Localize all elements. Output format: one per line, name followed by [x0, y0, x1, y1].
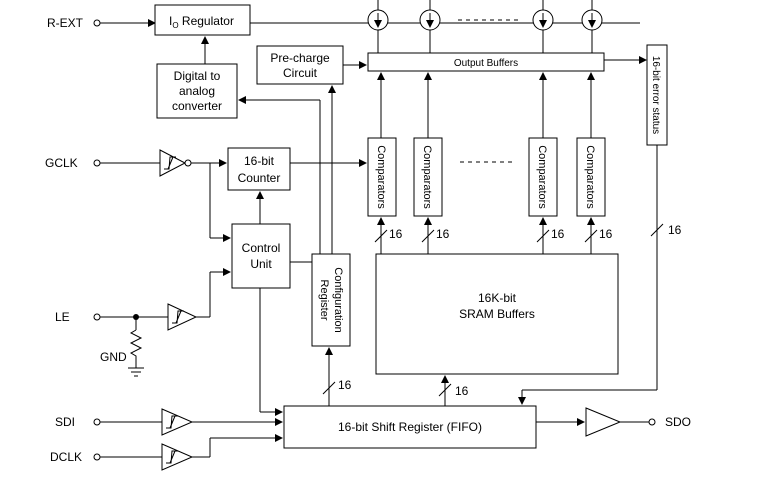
config-register-label-line2: Register	[318, 280, 330, 321]
comparator-4: Comparators	[576, 72, 606, 217]
bus-width-config: 16	[338, 378, 352, 392]
control-unit-label-line2: Unit	[250, 257, 272, 271]
svg-text:Comparators: Comparators	[584, 145, 596, 209]
dac-label-line3: converter	[172, 99, 222, 113]
sdi-schmitt-buffer	[161, 408, 194, 436]
dclk-schmitt-buffer	[161, 443, 194, 471]
current-source-4	[581, 0, 603, 53]
pin-label-r-ext: R-EXT	[47, 16, 84, 30]
pin-label-gclk: GCLK	[45, 156, 78, 170]
output-buffers-block	[367, 52, 605, 72]
sdo-buffer	[585, 407, 622, 437]
config-register-block	[311, 253, 351, 347]
current-source-3	[532, 0, 554, 53]
output-buffers-label: Output Buffers	[454, 58, 518, 69]
gnd-symbol	[128, 367, 144, 377]
pin-gclk-terminal	[93, 159, 101, 167]
bus-width-sram: 16	[455, 384, 469, 398]
bus-width-4: 16	[599, 227, 613, 241]
svg-text:Comparators: Comparators	[536, 145, 548, 209]
sram-block	[375, 253, 619, 375]
error-bus-width: 16	[668, 223, 682, 237]
dac-label-line2: analog	[179, 84, 215, 98]
pin-label-dclk: DCLK	[50, 450, 82, 464]
le-schmitt-buffer	[167, 303, 198, 331]
bus-width-2: 16	[436, 227, 450, 241]
counter-label-line2: Counter	[238, 171, 281, 185]
pin-label-sdi: SDI	[55, 415, 75, 429]
dac-block	[156, 63, 238, 119]
comparator-3: Comparators	[528, 72, 558, 217]
pin-label-gnd: GND	[100, 350, 127, 364]
svg-text:Comparators: Comparators	[375, 145, 387, 209]
pin-label-le: LE	[55, 310, 70, 324]
io-regulator-block	[154, 4, 251, 36]
pin-sdo-terminal	[648, 418, 656, 426]
pin-sdi-terminal	[93, 418, 101, 426]
control-unit-block	[231, 223, 291, 289]
control-unit-label-line1: Control	[242, 241, 281, 255]
precharge-block	[256, 45, 344, 85]
comparator-1: Comparators	[367, 72, 397, 217]
pin-label-sdo: SDO	[665, 415, 691, 429]
gclk-schmitt-buffer	[159, 149, 192, 177]
pin-r-ext-terminal	[93, 19, 101, 27]
pin-dclk-terminal	[93, 453, 101, 461]
error-status-label: 16-bit error status	[650, 56, 661, 134]
current-source-1	[367, 0, 389, 53]
bus-width-3: 16	[551, 227, 565, 241]
config-register-label-line1: Configuration	[332, 267, 344, 332]
shift-register-block	[283, 405, 537, 449]
current-source-2	[419, 0, 441, 53]
io-regulator-label: IO Regulator	[169, 14, 234, 30]
comparator-2: Comparators	[413, 72, 443, 217]
counter-label-line1: 16-bit	[244, 154, 275, 168]
pin-le-terminal	[93, 313, 101, 321]
bus-width-1: 16	[389, 227, 403, 241]
counter-block	[227, 147, 291, 191]
sram-label-line2: SRAM Buffers	[459, 307, 535, 321]
precharge-label-line2: Circuit	[283, 66, 318, 80]
dac-label-line1: Digital to	[174, 69, 221, 83]
le-pulldown-resistor	[129, 329, 143, 368]
sram-label-line1: 16K-bit	[478, 291, 517, 305]
precharge-label-line1: Pre-charge	[270, 51, 330, 65]
shift-register-label: 16-bit Shift Register (FIFO)	[338, 420, 482, 434]
svg-text:Comparators: Comparators	[421, 145, 433, 209]
